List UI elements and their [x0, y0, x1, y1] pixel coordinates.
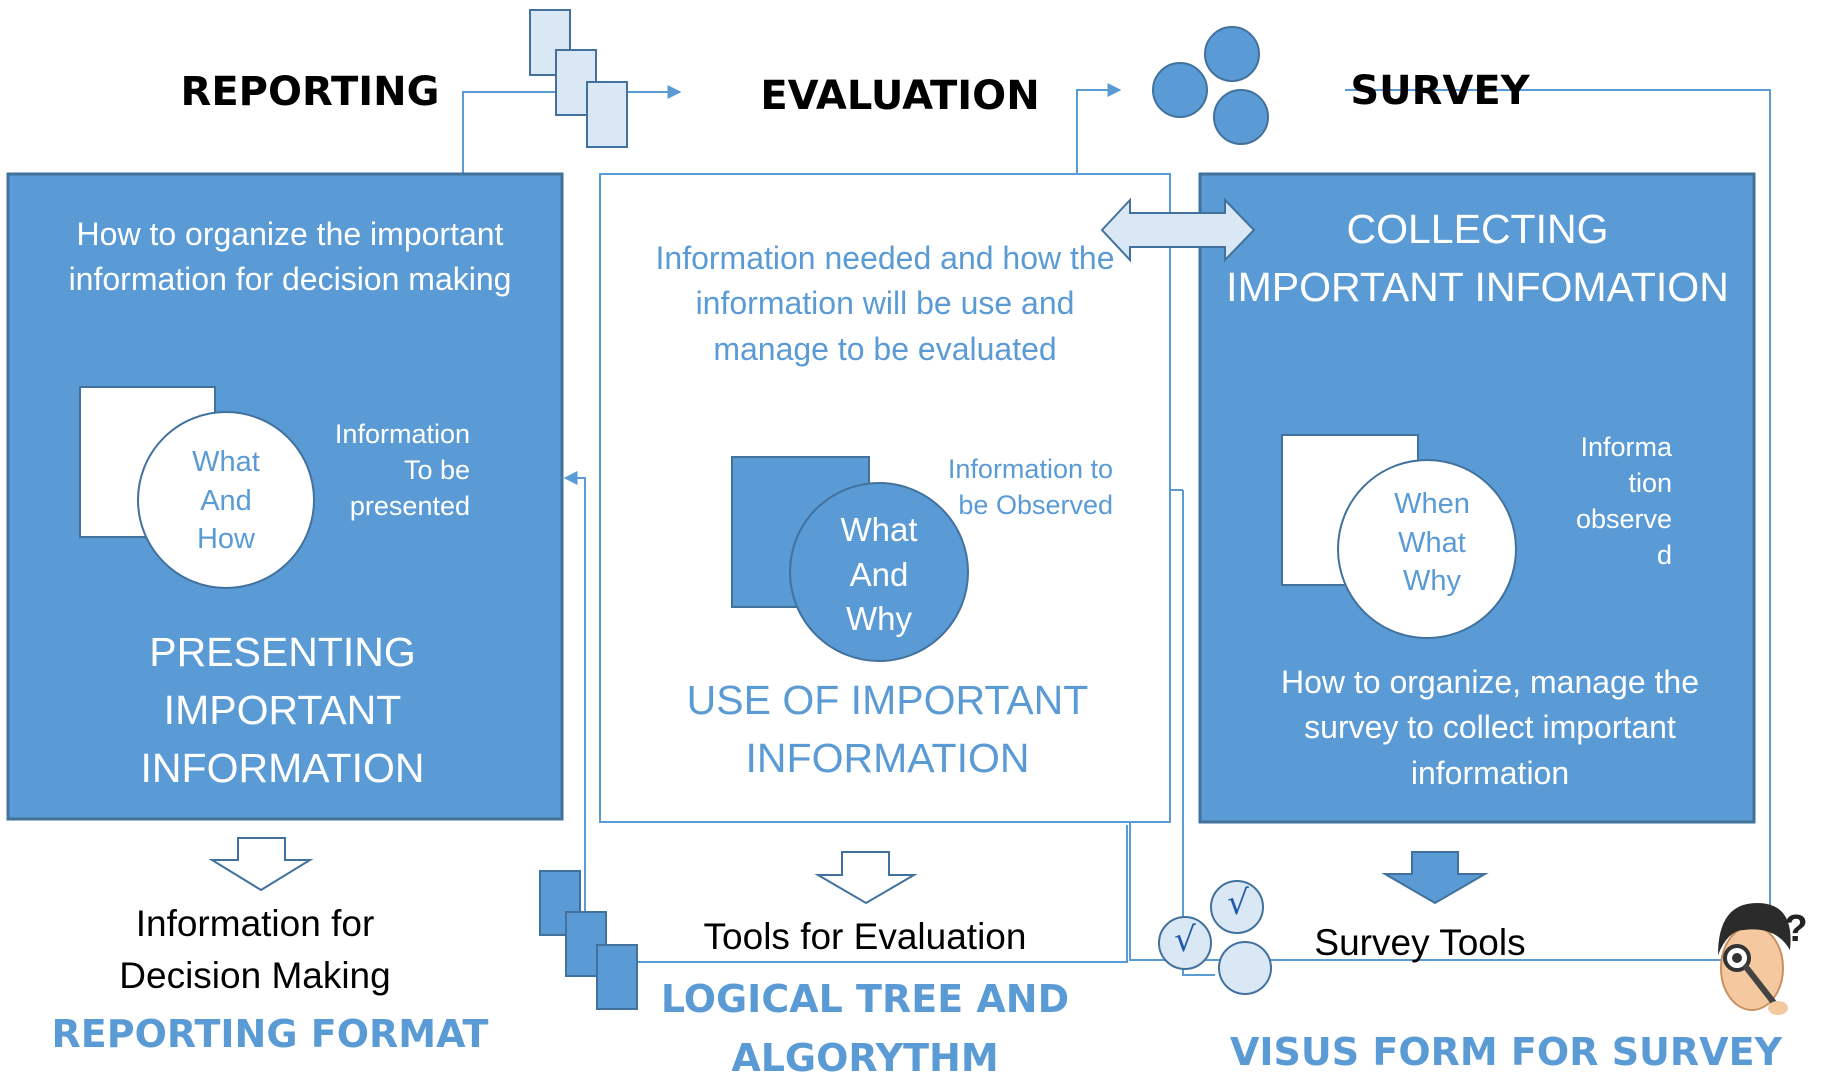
checkmark-icon: √	[1227, 883, 1249, 923]
evaluation-title: USE OF IMPORTANT INFORMATION	[686, 677, 1089, 782]
survey-note: Informa tion observe d	[1575, 432, 1672, 570]
evaluation-note: Information to be Observed	[947, 454, 1113, 520]
survey-title: COLLECTING IMPORTANT INFOMATION	[1226, 206, 1729, 311]
checkmark-circles-icon	[1158, 880, 1272, 995]
document-stack-icon	[529, 9, 628, 148]
survey-format-label: VISUS FORM FOR SURVEY	[1230, 1030, 1783, 1074]
evaluation-circle-label: What And Why	[840, 511, 918, 638]
evaluation-down-arrow-icon	[814, 851, 918, 905]
evaluation-output-text: Tools for Evaluation	[703, 916, 1027, 957]
double-arrow-icon	[1100, 197, 1256, 263]
survey-circle-shape	[1337, 459, 1517, 639]
reporting-format-label: REPORTING FORMAT	[51, 1012, 489, 1056]
reporting-note: Information To be presented	[334, 419, 470, 521]
survey-output-text: Survey Tools	[1314, 922, 1526, 963]
evaluation-circle-shape	[789, 482, 969, 662]
reporting-title: PRESENTING IMPORTANT INFORMATION	[140, 629, 425, 792]
header-evaluation: EVALUATION	[760, 73, 1040, 119]
question-mark-icon: ?	[1784, 908, 1808, 950]
reporting-down-arrow-icon	[208, 837, 314, 892]
connector-lines	[462, 83, 1771, 976]
header-survey: SURVEY	[1350, 68, 1530, 114]
survey-down-arrow-icon	[1381, 851, 1489, 905]
tools-document-stack-icon	[539, 870, 638, 1010]
reporting-output-text: Information for Decision Making	[119, 903, 391, 996]
reporting-circle-label: What And How	[192, 446, 260, 556]
circles-cluster-icon	[1152, 26, 1269, 145]
survey-question: How to organize, manage the survey to co…	[1280, 664, 1700, 791]
header-reporting: REPORTING	[180, 69, 440, 115]
evaluation-question: Information needed and how the informati…	[655, 240, 1115, 367]
reporting-question: How to organize the important informatio…	[68, 216, 512, 298]
reporting-circle-shape	[137, 411, 315, 589]
person-magnifier-icon	[1718, 903, 1791, 1015]
evaluation-format-label: LOGICAL TREE AND ALGORYTHM	[660, 977, 1070, 1080]
checkmark-icon-2: √	[1174, 920, 1196, 960]
survey-circle-label: When What Why	[1394, 488, 1470, 598]
